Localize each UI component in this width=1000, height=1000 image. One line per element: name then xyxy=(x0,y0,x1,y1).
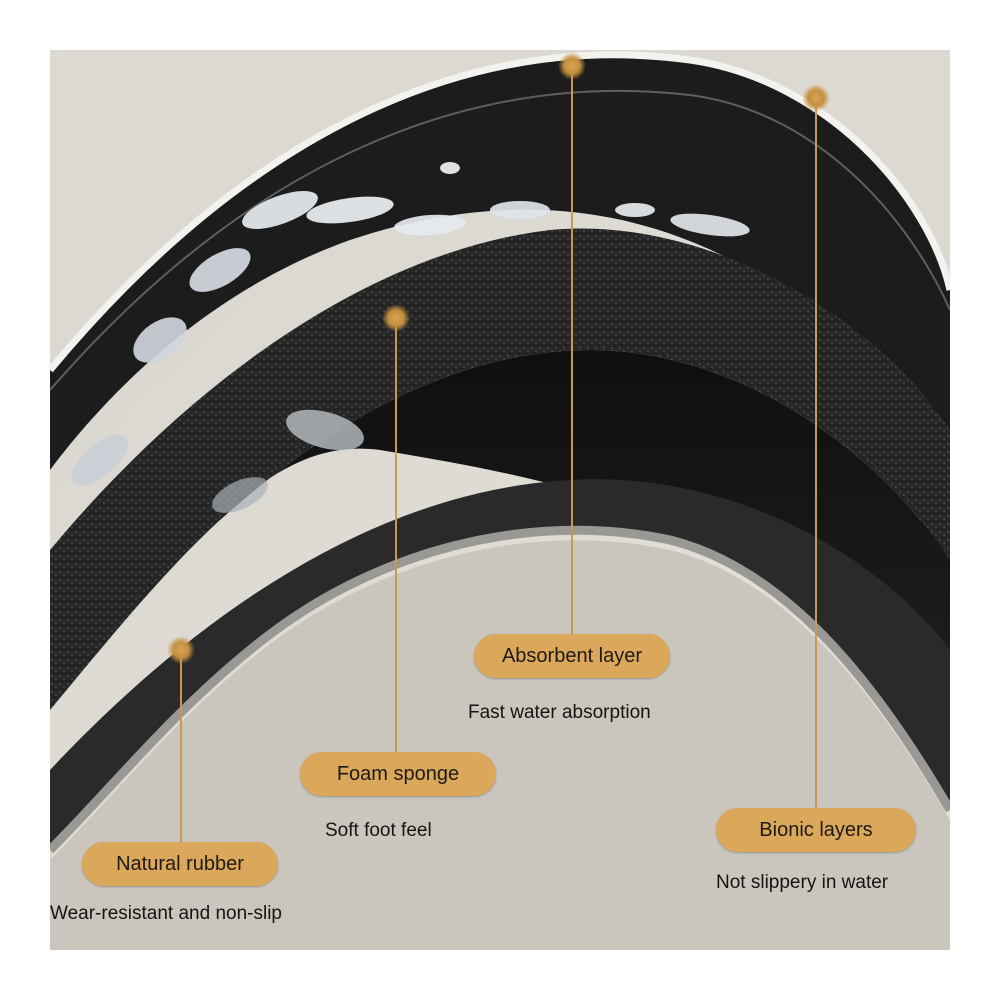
foam-sponge-shape xyxy=(50,228,950,710)
water-droplets xyxy=(71,162,750,486)
foam-sponge-description: Soft foot feel xyxy=(325,820,432,841)
absorbent-layer-shape xyxy=(220,350,950,810)
natural-rubber-marker xyxy=(167,636,195,664)
bionic-layers-label: Bionic layers xyxy=(716,808,916,852)
foam-sponge-marker xyxy=(382,304,410,332)
bionic-layers-description: Not slippery in water xyxy=(716,872,889,893)
absorbent-layer-label: Absorbent layer xyxy=(474,634,670,678)
absorbent-layer-description: Fast water absorption xyxy=(468,702,651,723)
layer-cross-section-illustration xyxy=(50,50,950,950)
natural-rubber-description: Wear-resistant and non-slip xyxy=(50,903,282,924)
absorbent-layer-marker xyxy=(558,52,586,80)
foam-sponge-label: Foam sponge xyxy=(300,752,496,796)
bionic-layers-marker xyxy=(802,84,830,112)
natural-rubber-label: Natural rubber xyxy=(82,842,278,886)
